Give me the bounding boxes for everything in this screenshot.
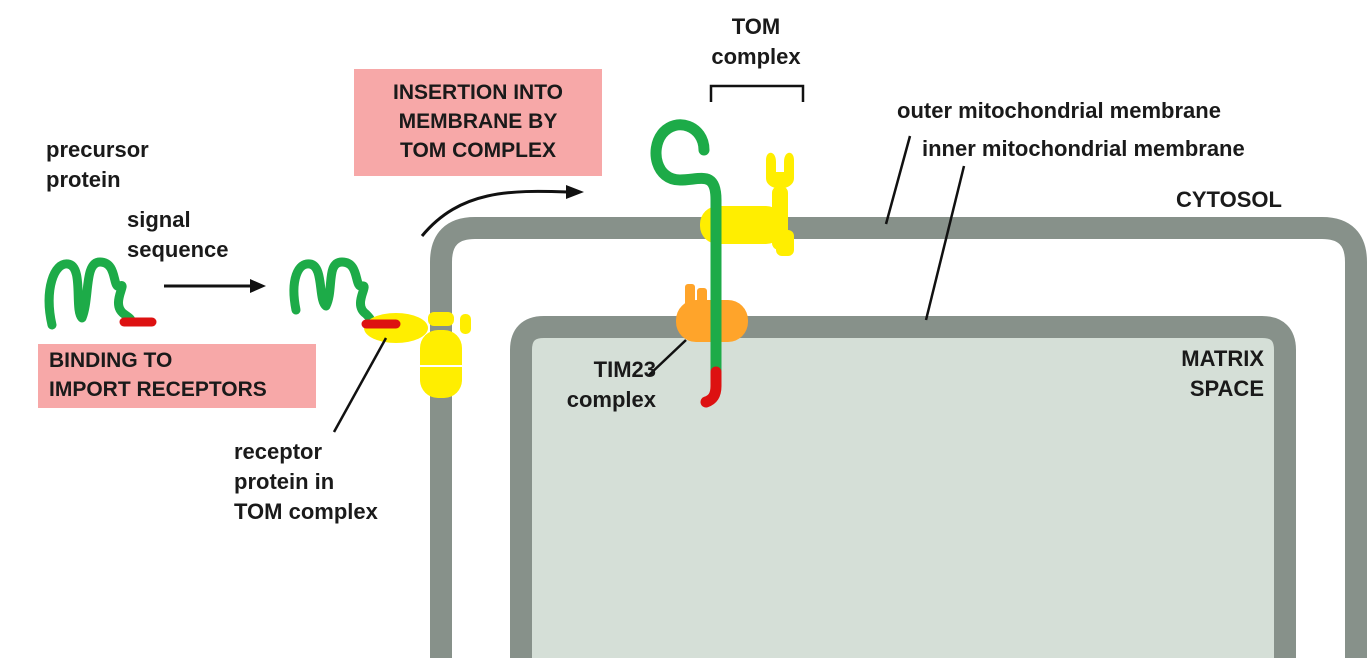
inserting-precursor-protein [650, 119, 722, 408]
outer-membrane-label: outer mitochondrial membrane [897, 98, 1221, 123]
matrix-space-label: MATRIX SPACE [1181, 346, 1264, 401]
receptor-protein-label: receptor protein in TOM complex [234, 439, 378, 524]
precursor-protein [44, 257, 157, 330]
cytosol-label: CYTOSOL [1176, 187, 1282, 212]
inner-mitochondrial-membrane [510, 316, 1296, 658]
step-arrow-1 [164, 279, 266, 293]
bound-precursor-protein [289, 257, 376, 327]
signal-sequence-label: signal sequence [127, 207, 229, 262]
outer-mitochondrial-membrane [430, 217, 1367, 658]
matrix-space [521, 327, 1285, 658]
inner-membrane-label: inner mitochondrial membrane [922, 136, 1245, 161]
tom-bracket [709, 84, 805, 102]
inserted-signal-sequence [700, 366, 722, 408]
insertion-step-box: INSERTION INTO MEMBRANE BY TOM COMPLEX [354, 69, 602, 176]
tim23-complex-label: TIM23 complex [566, 357, 656, 412]
precursor-protein-label: precursor protein [46, 137, 149, 192]
tom-complex-label: TOM complex [711, 14, 801, 69]
step-arrow-2 [420, 185, 584, 237]
binding-step-box: BINDING TO IMPORT RECEPTORS [38, 344, 316, 408]
leader-lines [332, 135, 966, 433]
